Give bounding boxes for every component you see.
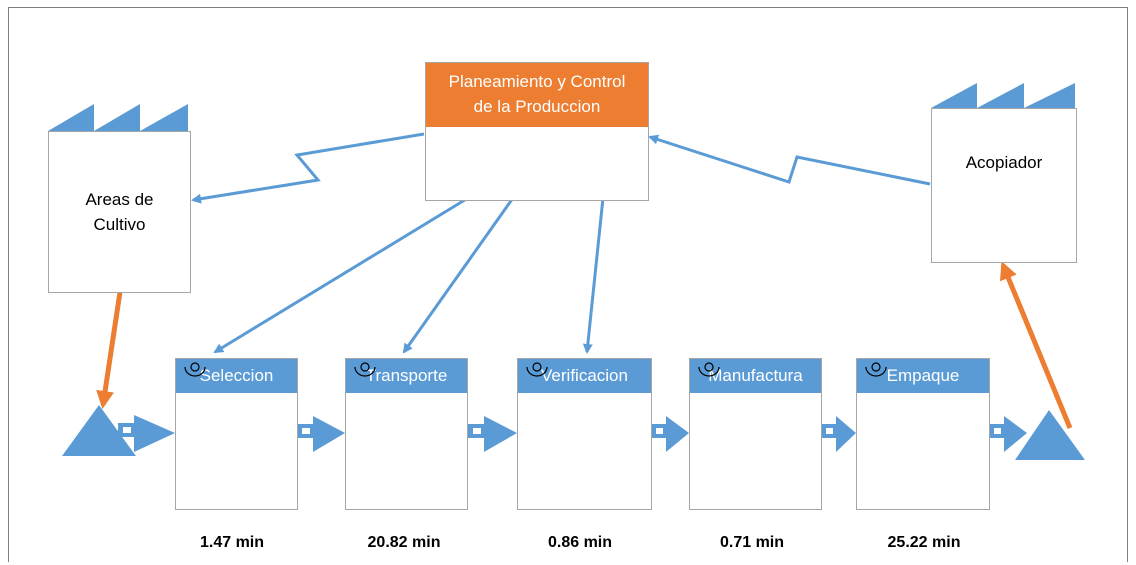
planning-control-box: Planeamiento y Control de la Produccion (425, 62, 649, 201)
push-arrow-icon (652, 416, 689, 452)
inventory-triangle-icon (62, 405, 136, 456)
process-box-transporte: Transporte (345, 358, 468, 510)
supplier-box: Areas de Cultivo (48, 131, 191, 293)
schedule-line-transporte (402, 197, 515, 354)
cycle-time-manufactura: 0.71 min (719, 534, 785, 551)
operator-icon (184, 362, 206, 377)
inventory-triangle-icon (1015, 410, 1085, 460)
operator-icon (698, 362, 720, 377)
process-box-manufactura: Manufactura (689, 358, 822, 510)
cycle-time-seleccion: 1.47 min (199, 534, 265, 551)
process-box-empaque: Empaque (856, 358, 990, 510)
supplier-label: Areas de Cultivo (49, 132, 190, 292)
schedule-line-verificacion (582, 197, 605, 354)
planning-title-line1: Planeamiento y Control (448, 72, 626, 92)
planning-header: Planeamiento y Control de la Produccion (426, 63, 648, 127)
supplier-factory-roof-icon (48, 104, 188, 131)
shipment-arrow-customer (999, 261, 1073, 429)
push-arrow-icon (118, 415, 175, 452)
process-box-verificacion: Verificacion (517, 358, 652, 510)
planning-title-line2: de la Produccion (473, 97, 601, 116)
cycle-time-transporte: 20.82 min (367, 534, 441, 551)
supplier-label-line2: Cultivo (93, 215, 146, 234)
schedule-line-seleccion (213, 196, 469, 354)
push-arrow-icon (990, 416, 1027, 452)
customer-factory-roof-icon (931, 83, 1075, 108)
operator-icon (865, 362, 887, 377)
operator-icon (526, 362, 548, 377)
operator-icon (354, 362, 376, 377)
info-flow-from-customer (648, 134, 931, 186)
customer-label: Acopiador (965, 152, 1043, 172)
shipment-arrow-supplier (96, 291, 123, 409)
info-flow-to-supplier (191, 132, 425, 204)
push-arrow-icon (822, 416, 856, 452)
process-box-seleccion: Seleccion (175, 358, 298, 510)
cycle-time-empaque: 25.22 min (887, 534, 961, 551)
cycle-time-verificacion: 0.86 min (547, 534, 613, 551)
customer-box: Acopiador (931, 108, 1077, 263)
push-arrow-icon (297, 416, 345, 452)
push-arrow-icon (468, 416, 517, 452)
supplier-label-line1: Areas de (85, 189, 154, 209)
